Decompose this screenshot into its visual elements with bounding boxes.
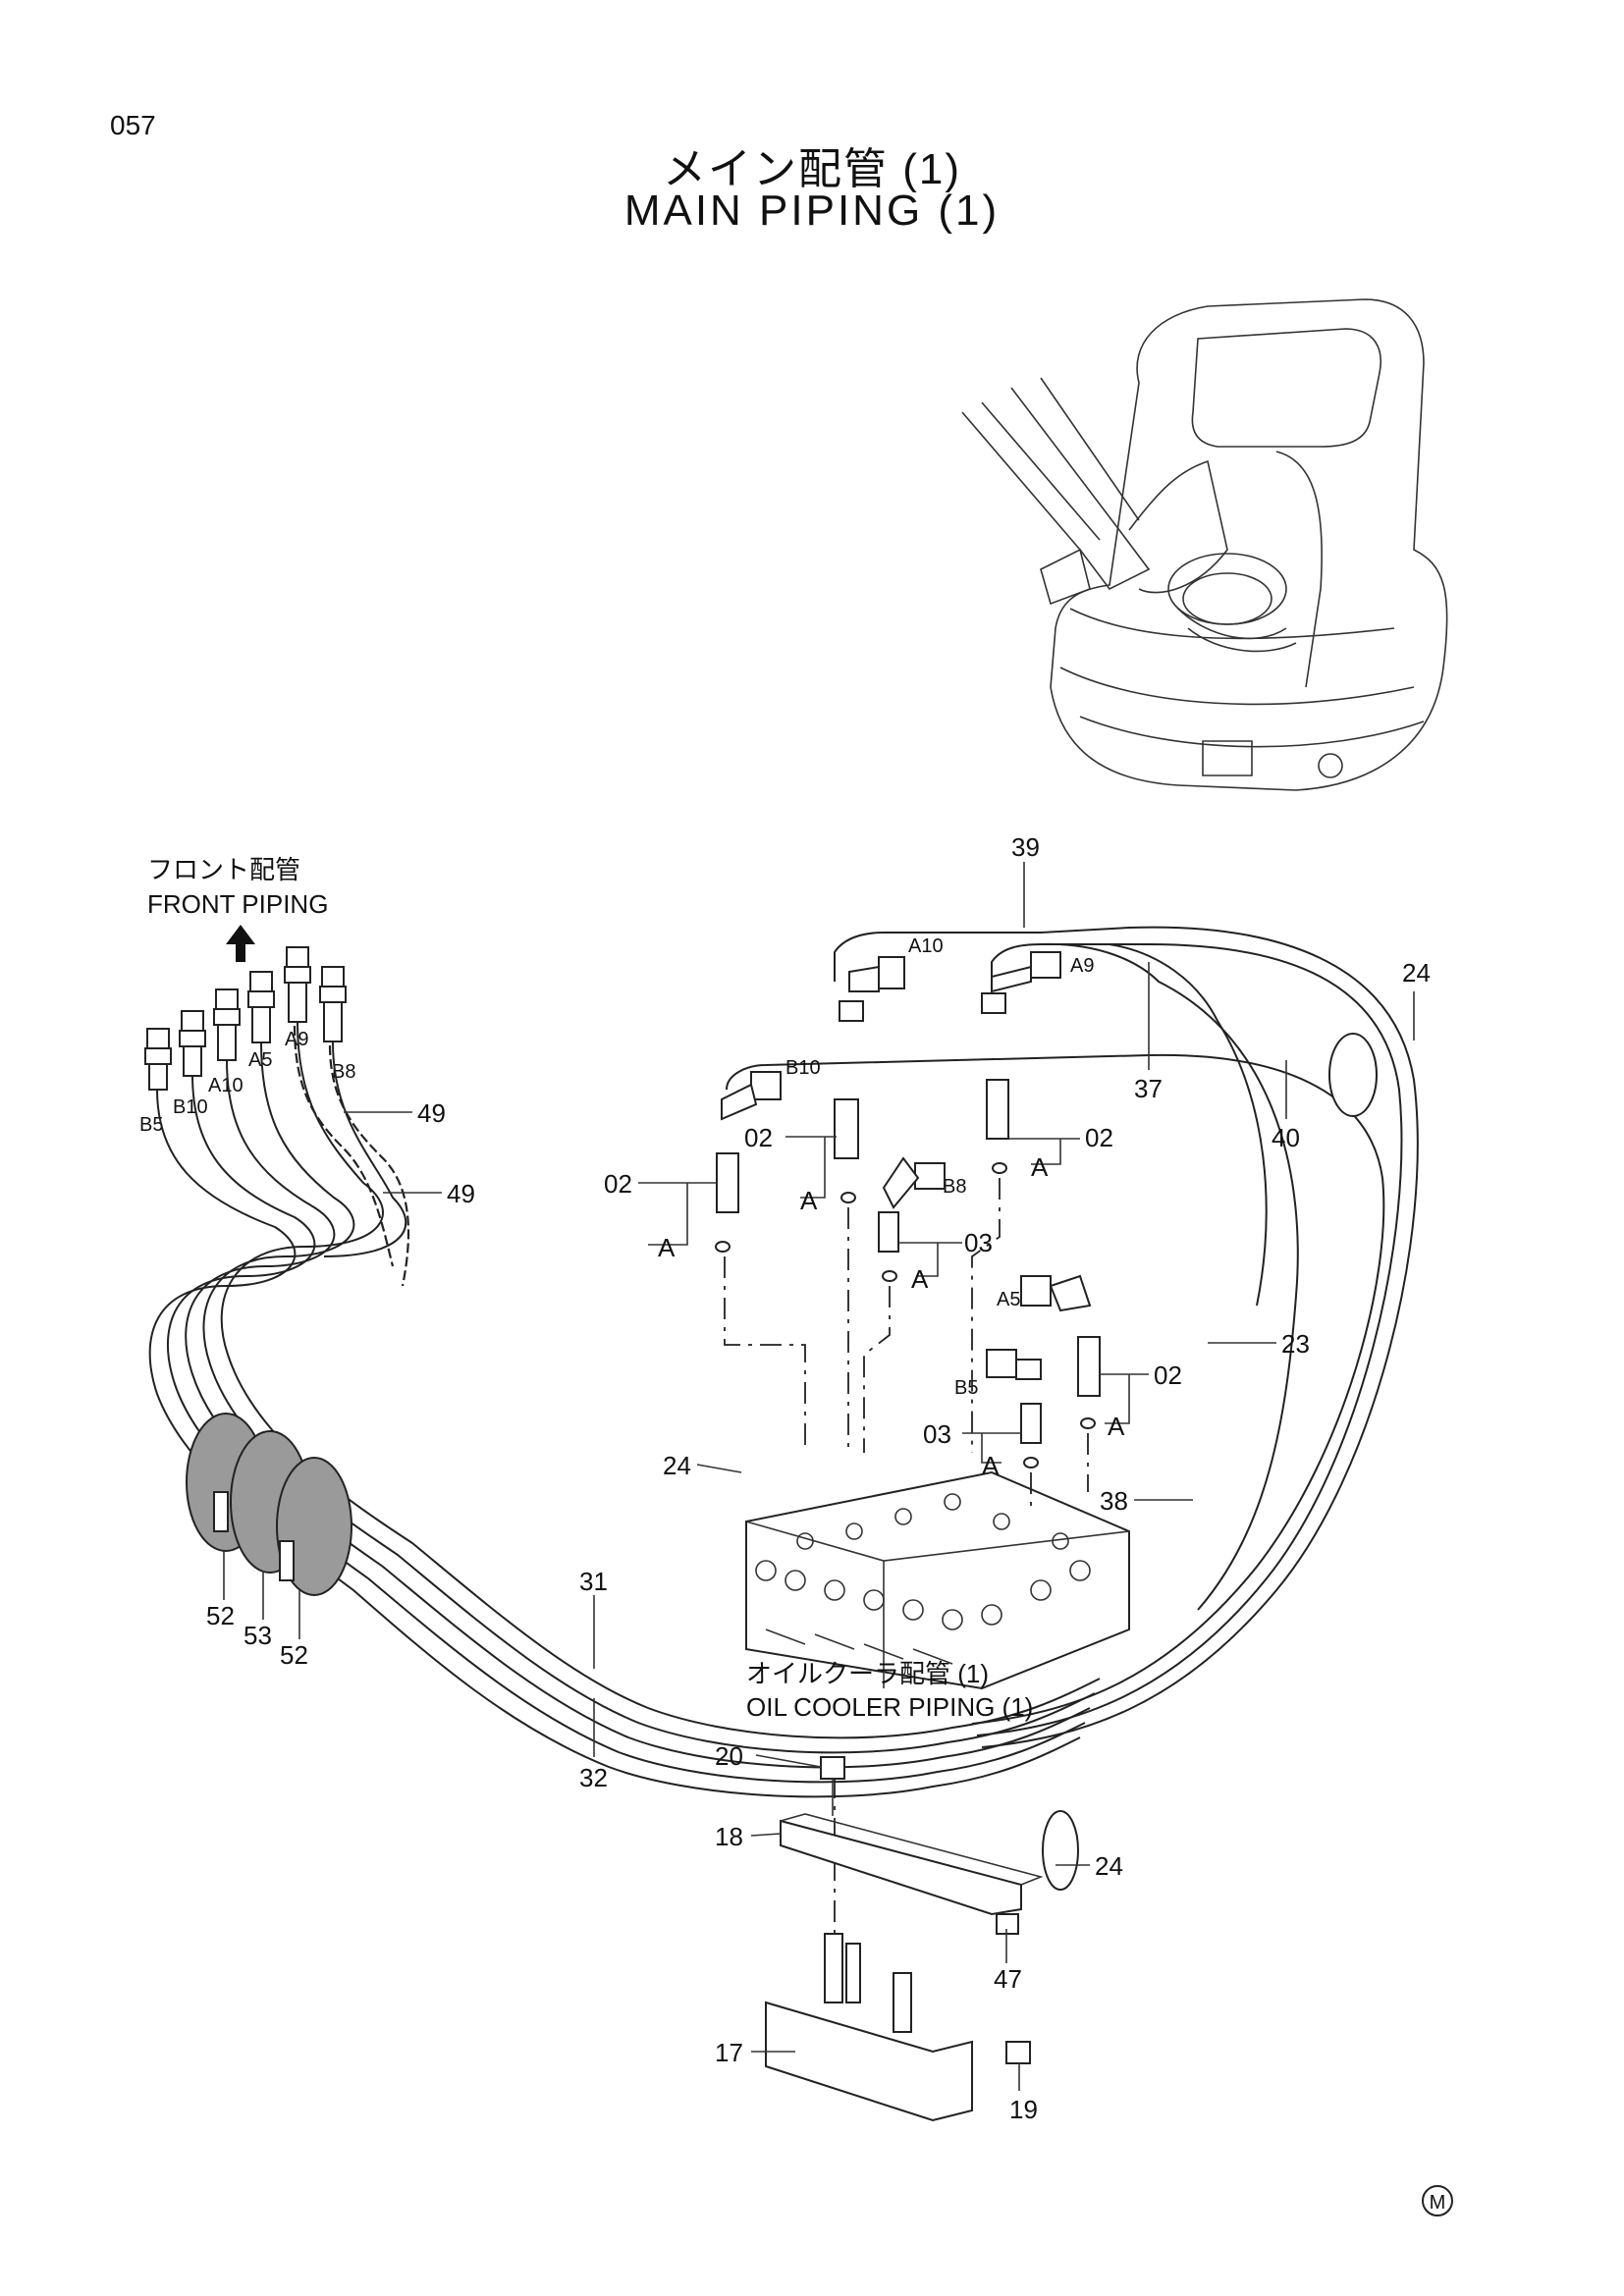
port-label: A5 — [248, 1049, 272, 1071]
title-english: MAIN PIPING (1) — [623, 187, 1001, 235]
callout-02: 02 — [1154, 1361, 1182, 1390]
section-mark: A — [911, 1264, 929, 1294]
port-label: A10 — [208, 1075, 244, 1096]
callout-24: 24 — [663, 1451, 691, 1480]
hose-bundle — [148, 1022, 1101, 1798]
clamp-buckle-52a — [213, 1491, 229, 1532]
callout-24: 24 — [1095, 1851, 1123, 1881]
callout-47: 47 — [994, 1964, 1022, 1994]
callout-23: 23 — [1281, 1329, 1310, 1359]
callout-24: 24 — [1402, 958, 1431, 988]
pipe-tag: A9 — [1070, 955, 1094, 977]
callout-19: 19 — [1009, 2095, 1038, 2124]
adapter-02 — [716, 1152, 739, 1213]
callout-32: 32 — [579, 1763, 608, 1792]
mark-letter: M — [1430, 2192, 1446, 2214]
callout-38: 38 — [1100, 1486, 1128, 1516]
callout-37: 37 — [1134, 1074, 1163, 1103]
callout-02: 02 — [744, 1123, 773, 1152]
adapter-02 — [834, 1098, 859, 1159]
section-marks: A A A A A A — [638, 1136, 1149, 1480]
support-brackets — [765, 1756, 1044, 2122]
nut-47 — [996, 1913, 1019, 1935]
callout-02: 02 — [604, 1169, 632, 1199]
port-label: A9 — [285, 1029, 308, 1050]
main-hoses — [726, 926, 1419, 1891]
hose-port-labels: B5 B10 A10 A5 A9 B8 — [139, 1029, 355, 1136]
adapters — [715, 1079, 1101, 1468]
hose-end-fittings — [144, 946, 347, 1091]
callout-52: 52 — [206, 1601, 235, 1630]
adapter-03 — [878, 1211, 899, 1253]
callout-17: 17 — [715, 2038, 743, 2067]
clamp-buckle-52b — [279, 1540, 295, 1581]
fitting-b5 — [144, 1028, 172, 1091]
control-valve — [745, 1470, 1130, 1690]
callout-39: 39 — [1011, 832, 1040, 862]
pipe-tag: B8 — [943, 1176, 966, 1198]
bolt-20 — [820, 1756, 845, 1780]
pipe-tag: B5 — [954, 1377, 978, 1399]
callout-49: 49 — [417, 1098, 446, 1128]
port-label: B8 — [332, 1061, 355, 1083]
spiral-guard-2 — [328, 1044, 410, 1287]
fitting-a5 — [247, 971, 275, 1043]
callout-31: 31 — [579, 1567, 608, 1596]
spiral-guard-1 — [293, 1025, 395, 1267]
callout-leaders — [223, 862, 1415, 2091]
port-label: B5 — [139, 1114, 163, 1136]
section-mark: A — [1031, 1152, 1049, 1182]
callout-03: 03 — [923, 1419, 951, 1449]
callout-18: 18 — [715, 1822, 743, 1851]
front-piping-note-en: FRONT PIPING — [147, 889, 328, 919]
page-number: 057 — [110, 110, 156, 140]
callout-52: 52 — [280, 1640, 308, 1670]
front-direction-arrow-icon — [226, 925, 255, 962]
front-piping-note: フロント配管 FRONT PIPING — [147, 855, 328, 962]
bolt-19 — [1005, 2041, 1031, 2064]
adapter-03 — [1020, 1403, 1042, 1444]
circled-mark: M — [1422, 2185, 1453, 2216]
machine-overview-illustration — [961, 298, 1448, 791]
fitting-b8 — [319, 966, 347, 1042]
fitting-a9 — [284, 946, 311, 1023]
pipe-tag: B10 — [785, 1057, 821, 1079]
callout-03: 03 — [964, 1228, 993, 1257]
callout-02: 02 — [1085, 1123, 1113, 1152]
adapter-02 — [1077, 1336, 1101, 1397]
callout-20: 20 — [715, 1741, 743, 1771]
adapter-02 — [986, 1079, 1009, 1140]
callout-53: 53 — [244, 1621, 272, 1650]
callouts: 39 24 37 40 49 49 02 02 02 02 03 03 23 2… — [206, 832, 1431, 2124]
title-japanese: メイン配管 (1) — [663, 145, 961, 193]
fitting-a10 — [213, 988, 241, 1061]
pipe-tags: A10 A9 B10 B8 A5 B5 — [785, 935, 1094, 1399]
port-label: B10 — [173, 1096, 208, 1118]
elbow-fittings — [721, 951, 1092, 1380]
section-mark: A — [800, 1186, 818, 1215]
section-mark: A — [1108, 1412, 1125, 1441]
pipe-tag: A5 — [997, 1289, 1020, 1310]
fitting-b10 — [179, 1010, 206, 1077]
band-24-lower — [1042, 1810, 1079, 1891]
band-24-upper — [1328, 1033, 1378, 1117]
pipe-tag: A10 — [908, 935, 944, 957]
callout-40: 40 — [1272, 1123, 1300, 1152]
oil-cooler-note-en: OIL COOLER PIPING (1) — [746, 1692, 1033, 1722]
section-mark: A — [658, 1233, 676, 1262]
section-mark: A — [982, 1451, 1000, 1480]
front-piping-note-jp: フロント配管 — [147, 855, 300, 884]
hose-clamp-band-52b — [276, 1457, 352, 1596]
oil-cooler-note-jp: オイルクーラ配管 (1) — [746, 1659, 989, 1688]
callout-49: 49 — [447, 1179, 475, 1208]
